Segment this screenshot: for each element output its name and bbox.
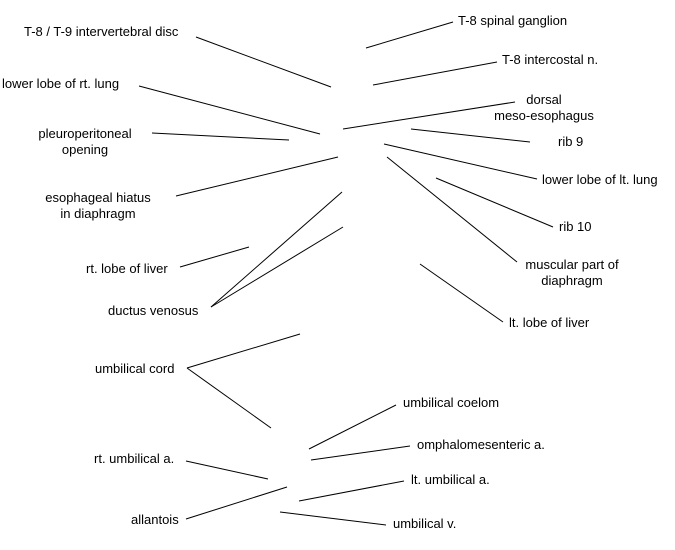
leader-pleuroperitoneal — [151, 132, 290, 141]
leader-t8-intercostal — [372, 61, 498, 86]
leader-rib9 — [410, 128, 531, 143]
leader-lt-lobe-liver — [419, 263, 504, 323]
leader-allantois — [185, 486, 288, 520]
leader-muscular-diaphragm — [386, 156, 518, 263]
label-esophageal-hiatus: esophageal hiatus in diaphragm — [34, 190, 162, 222]
label-lt-lobe-liver: lt. lobe of liver — [509, 315, 590, 330]
leader-rt-lobe-liver — [179, 246, 250, 268]
leader-lower-lobe-rt-lung — [138, 85, 321, 135]
label-pleuroperitoneal-line2: opening — [61, 142, 109, 157]
label-esophageal-hiatus-line2: in diaphragm — [60, 206, 136, 221]
label-esophageal-hiatus-line1: esophageal hiatus — [45, 190, 151, 205]
leader-lt-umbilical-a — [298, 480, 405, 502]
label-muscular-diaphragm-line1: muscular part of — [525, 257, 619, 272]
label-t8-intercostal: T-8 intercostal n. — [502, 52, 599, 67]
label-omphalomesenteric: omphalomesenteric a. — [417, 437, 545, 452]
leader-lower-lobe-lt-lung — [383, 143, 538, 180]
leader-rt-umbilical-a — [185, 460, 269, 480]
label-umbilical-v: umbilical v. — [393, 516, 457, 531]
label-rt-lobe-liver: rt. lobe of liver — [86, 261, 168, 276]
label-muscular-diaphragm-line2: diaphragm — [541, 273, 603, 288]
label-muscular-diaphragm: muscular part of diaphragm — [512, 257, 632, 289]
leader-umbilical-v — [279, 511, 387, 526]
leader-omphalomesenteric — [310, 445, 411, 461]
leader-dorsal-meso-esophagus — [342, 101, 516, 130]
label-lower-lobe-rt-lung: lower lobe of rt. lung — [2, 76, 120, 91]
leader-rib10 — [435, 177, 554, 228]
leader-ductus-venosus-b — [210, 226, 344, 308]
label-t8-spinal-ganglion: T-8 spinal ganglion — [458, 13, 568, 28]
label-dorsal-meso-esophagus: dorsal meso-esophagus — [487, 92, 601, 124]
label-t8-t9-disc: T-8 / T-9 intervertebral disc — [24, 24, 179, 39]
label-rib9: rib 9 — [558, 134, 584, 149]
label-dorsal-meso-line1: dorsal — [526, 92, 562, 107]
leader-umbilical-cord-b — [186, 367, 272, 429]
leader-t8-t9-disc — [195, 36, 332, 88]
label-pleuroperitoneal-line1: pleuroperitoneal — [38, 126, 132, 141]
leader-t8-spinal-ganglion — [365, 21, 454, 49]
label-pleuroperitoneal-opening: pleuroperitoneal opening — [30, 126, 140, 158]
leader-ductus-venosus-a — [210, 191, 343, 308]
label-umbilical-coelom: umbilical coelom — [403, 395, 500, 410]
label-lt-umbilical-a: lt. umbilical a. — [411, 472, 490, 487]
leader-umbilical-cord-a — [186, 333, 301, 369]
leader-umbilical-coelom — [308, 404, 397, 450]
label-ductus-venosus: ductus venosus — [108, 303, 199, 318]
leader-esophageal-hiatus — [175, 156, 339, 197]
label-lower-lobe-lt-lung: lower lobe of lt. lung — [542, 172, 658, 187]
label-allantois: allantois — [131, 512, 179, 527]
label-dorsal-meso-line2: meso-esophagus — [494, 108, 594, 123]
label-umbilical-cord: umbilical cord — [95, 361, 175, 376]
label-rt-umbilical-a: rt. umbilical a. — [94, 451, 175, 466]
label-rib10: rib 10 — [559, 219, 592, 234]
